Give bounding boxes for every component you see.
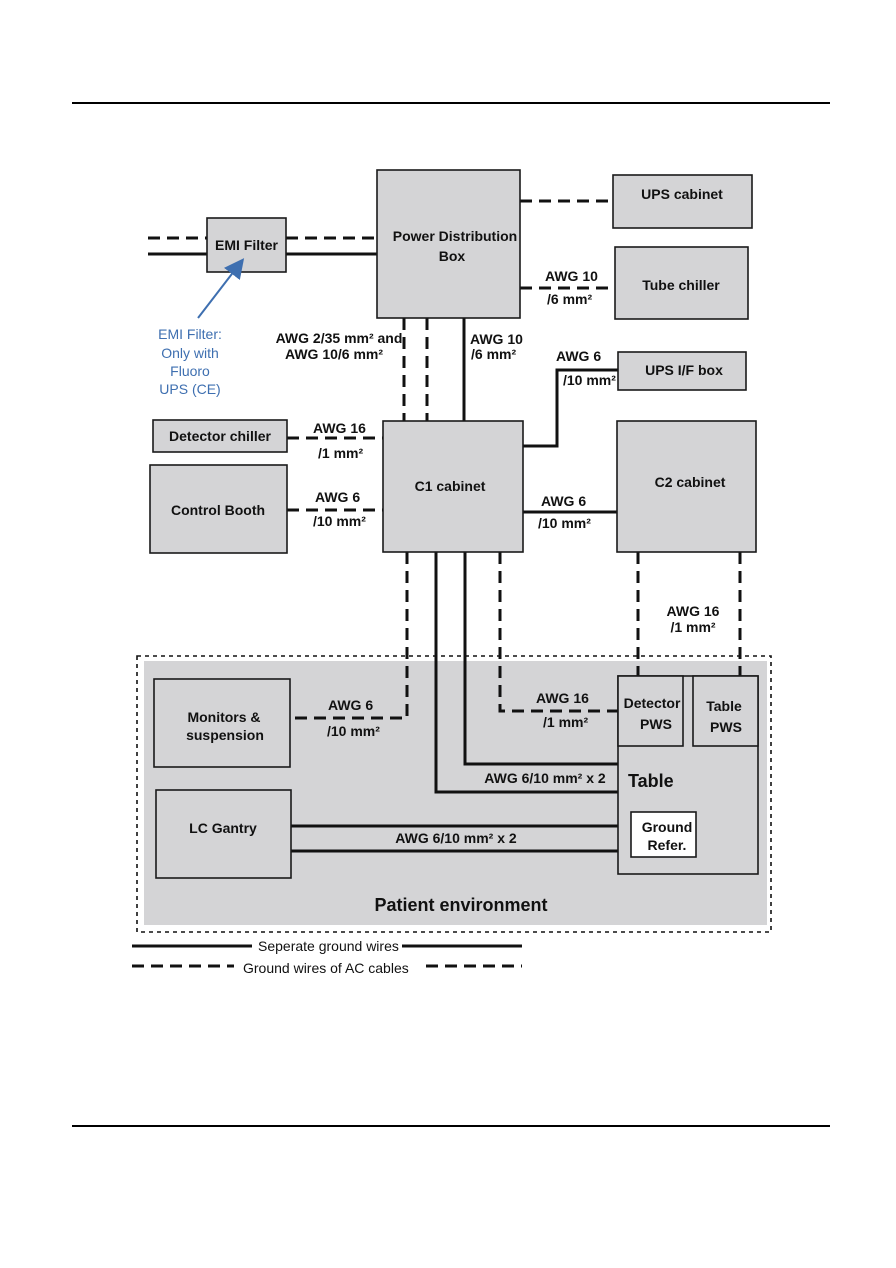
detpws-label-a: AWG 16 — [536, 690, 589, 706]
c1-table-solid-line-2 — [463, 552, 618, 766]
monitors-text-2: suspension — [186, 727, 264, 743]
ups-if-text: UPS I/F box — [645, 362, 723, 378]
table-pws-text-1: Table — [706, 698, 742, 714]
emi-filter-box — [206, 217, 287, 273]
monitors-text-1: Monitors & — [187, 709, 260, 725]
c1-cabinet-box — [382, 420, 524, 553]
table-c1-label: AWG 6/10 mm² x 2 — [484, 770, 606, 786]
detector-chiller-text: Detector chiller — [169, 428, 271, 444]
upsif-label-a: AWG 6 — [556, 348, 601, 364]
lc-gantry-box — [155, 789, 292, 879]
pdb-c1-right-label-a: AWG 10 — [470, 331, 523, 347]
table-pws-box — [692, 675, 759, 747]
detector-pws-text-2: PWS — [640, 716, 672, 732]
ups-if-box — [617, 351, 747, 391]
c2-table-label-b: /1 mm² — [670, 619, 715, 635]
pdb-tube-label-b: /6 mm² — [547, 291, 592, 307]
lc-gantry-text: LC Gantry — [189, 820, 257, 836]
tube-chiller-box — [614, 246, 749, 320]
control-booth-text: Control Booth — [171, 502, 265, 518]
patient-environment-region — [136, 655, 772, 933]
emi-note-text-1: EMI Filter: — [158, 326, 222, 342]
c2-label-b: /10 mm² — [538, 515, 591, 531]
emi-note-text-4: UPS (CE) — [159, 381, 220, 397]
monitors-label-a: AWG 6 — [328, 697, 373, 713]
legend-solid-text: Seperate ground wires — [258, 938, 399, 954]
detchiller-label-b: /1 mm² — [318, 445, 363, 461]
legend-dashed-text: Ground wires of AC cables — [243, 960, 409, 976]
monitors-suspension-box — [153, 678, 291, 768]
detector-chiller-box — [152, 419, 288, 453]
ups-cabinet-text: UPS cabinet — [641, 186, 723, 202]
upsif-label-b: /10 mm² — [563, 372, 616, 388]
detchiller-label-a: AWG 16 — [313, 420, 366, 436]
gantry-table-label: AWG 6/10 mm² x 2 — [395, 830, 517, 846]
c1-detpws-dashed-line — [498, 552, 618, 713]
c2-cabinet-box — [616, 420, 757, 553]
header-rule — [72, 102, 830, 104]
patient-environment-title: Patient environment — [374, 895, 547, 915]
c1-cabinet-text: C1 cabinet — [415, 478, 486, 494]
pdb-c1-left-label-a: AWG 2/35 mm² and — [276, 330, 403, 346]
booth-label-a: AWG 6 — [315, 489, 360, 505]
pdb-text-1: Power Distribution — [393, 228, 517, 244]
detector-pws-box — [617, 675, 684, 747]
detpws-label-b: /1 mm² — [543, 714, 588, 730]
c2-table-label-a: AWG 16 — [667, 603, 720, 619]
c2-cabinet-text: C2 cabinet — [655, 474, 726, 490]
emi-note-arrow — [197, 258, 245, 319]
table-text: Table — [628, 771, 674, 791]
detector-pws-text-1: Detector — [624, 695, 681, 711]
ups-cabinet-box — [612, 174, 753, 229]
booth-label-b: /10 mm² — [313, 513, 366, 529]
c1-upsif-solid-line — [523, 368, 618, 448]
emi-filter-text: EMI Filter — [215, 237, 279, 253]
footer-rule — [72, 1125, 830, 1127]
table-pws-text-2: PWS — [710, 719, 742, 735]
pdb-c1-left-label-b: AWG 10/6 mm² — [285, 346, 383, 362]
ground-refer-text-2: Refer. — [648, 837, 687, 853]
ground-refer-text-1: Ground — [642, 819, 693, 835]
power-distribution-box — [376, 169, 521, 319]
c2-label-a: AWG 6 — [541, 493, 586, 509]
pdb-c1-right-label-b: /6 mm² — [471, 346, 516, 362]
pdb-tube-label-a: AWG 10 — [545, 268, 598, 284]
ground-reference-box — [630, 811, 697, 858]
tube-chiller-text: Tube chiller — [642, 277, 720, 293]
pdb-text-2: Box — [439, 248, 466, 264]
control-booth-box — [149, 464, 288, 554]
c1-table-solid-line-1 — [434, 552, 618, 794]
monitors-label-b: /10 mm² — [327, 723, 380, 739]
emi-note-text-3: Fluoro — [170, 363, 210, 379]
emi-note-text-2: Only with — [161, 345, 219, 361]
